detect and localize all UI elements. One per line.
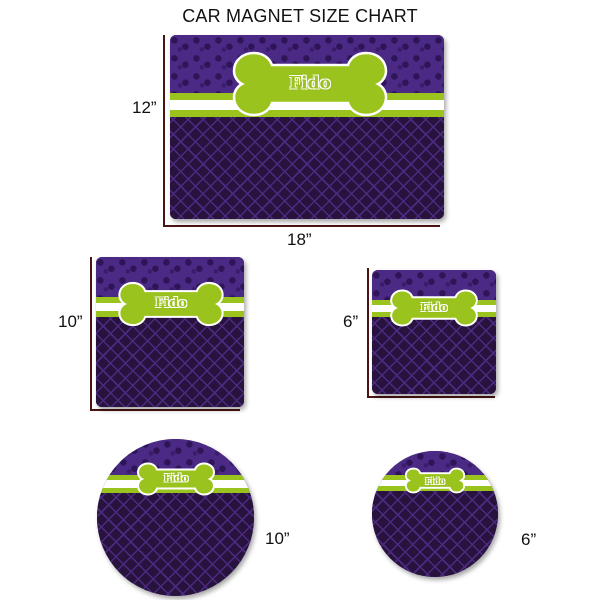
diamond-paw-pattern: [372, 317, 496, 394]
chart-title: CAR MAGNET SIZE CHART: [182, 6, 418, 26]
bone-icon: Fido: [232, 49, 388, 119]
magnet-circle-6[interactable]: Fido: [372, 451, 498, 577]
green-stripe: [97, 488, 254, 493]
name-text: Fido: [289, 73, 331, 94]
size-dimension-line-bottom: [90, 409, 240, 411]
bone-icon: Fido: [137, 461, 215, 497]
size-label-10: 10”: [58, 312, 83, 331]
diamond-paw-pattern: [170, 117, 444, 219]
magnet-rectangle-18x12[interactable]: Fido: [170, 35, 444, 219]
width-label-18: 18”: [287, 230, 312, 249]
diamond-paw-pattern: [96, 317, 244, 407]
size-dimension-line: [90, 257, 92, 411]
name-text: Fido: [420, 301, 448, 315]
width-dimension-line: [165, 225, 440, 227]
size-label-6-circle: 6”: [521, 530, 537, 549]
height-label-12: 12”: [132, 98, 157, 117]
size-label-6: 6”: [343, 312, 359, 331]
diamond-paw-pattern: [372, 491, 498, 577]
name-text: Fido: [163, 473, 189, 485]
bone-icon: Fido: [405, 466, 465, 495]
name-text: Fido: [155, 296, 187, 312]
size-dimension-line: [367, 268, 369, 398]
bone-icon: Fido: [390, 288, 478, 328]
white-stripe: [170, 100, 444, 110]
paw-print-band: [372, 451, 498, 475]
bone-icon: Fido: [118, 279, 224, 329]
height-dimension-line: [163, 35, 165, 227]
size-label-10-circle: 10”: [265, 529, 290, 548]
magnet-square-10[interactable]: Fido: [96, 257, 244, 407]
diamond-paw-pattern: [97, 493, 254, 596]
name-text: Fido: [425, 475, 445, 486]
size-dimension-line-bottom: [367, 396, 495, 398]
green-stripe: [170, 110, 444, 117]
magnet-square-6[interactable]: Fido: [372, 270, 496, 394]
magnet-circle-10[interactable]: Fido: [97, 439, 254, 596]
